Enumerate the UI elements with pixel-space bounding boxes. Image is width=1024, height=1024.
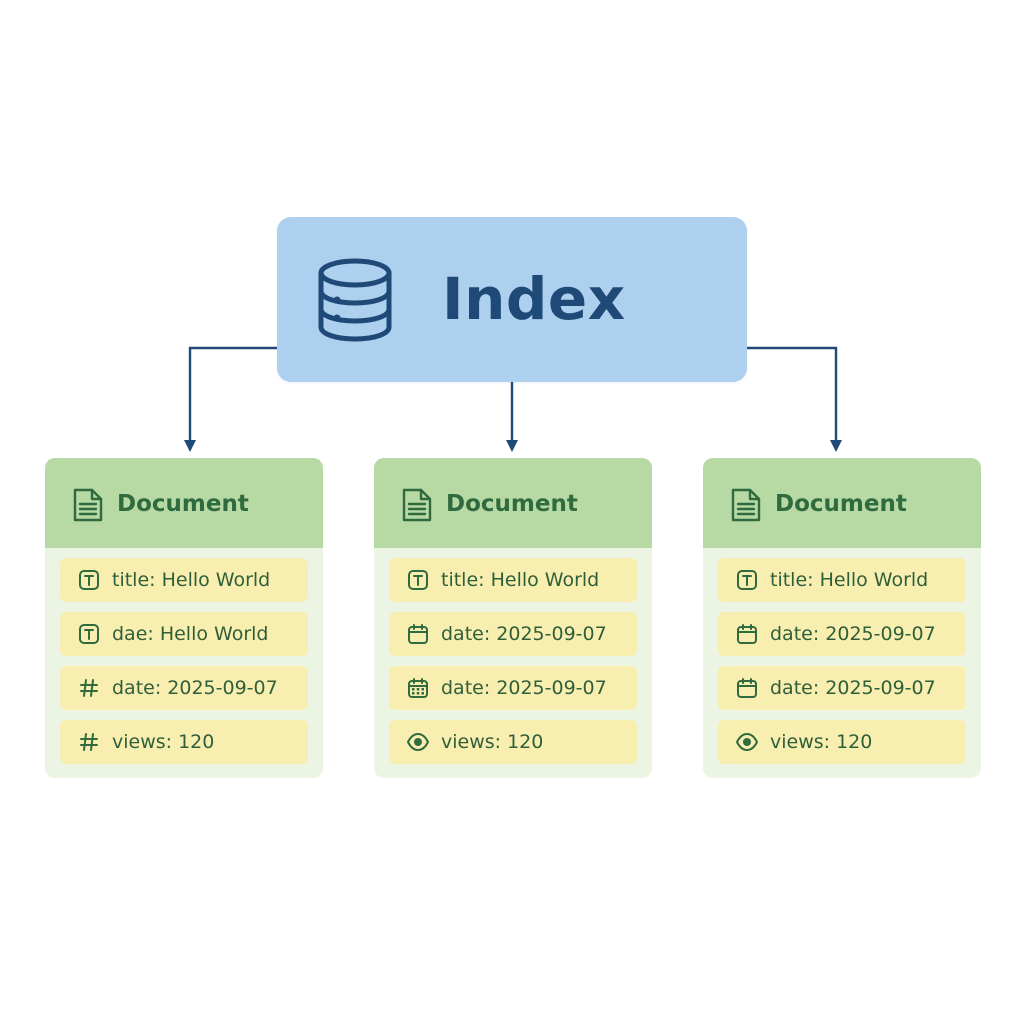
document-title: Document: [775, 491, 907, 517]
calendar-grid-icon: [408, 678, 428, 698]
index-node: Index: [277, 217, 747, 382]
field-text: date: 2025-09-07: [441, 623, 607, 645]
field-text: date: 2025-09-07: [112, 677, 278, 699]
calendar-icon: [737, 678, 757, 698]
document-icon: [73, 488, 103, 522]
field-row: date: 2025-09-07: [389, 612, 637, 656]
field-text: date: 2025-09-07: [770, 677, 936, 699]
field-row: title: Hello World: [60, 558, 308, 602]
field-text: dae: Hello World: [112, 623, 269, 645]
document-icon: [402, 488, 432, 522]
connector-left: [184, 346, 277, 452]
database-icon: [318, 258, 392, 342]
calendar-icon: [408, 624, 428, 644]
field-text: views: 120: [770, 731, 873, 753]
hash-icon: [80, 679, 98, 697]
eye-icon: [736, 733, 758, 751]
field-row: title: Hello World: [718, 558, 966, 602]
connector-right: [747, 346, 842, 452]
text-type-icon: [737, 570, 757, 590]
field-row: dae: Hello World: [60, 612, 308, 656]
field-text: views: 120: [112, 731, 215, 753]
hash-icon: [80, 733, 98, 751]
document-card-1: Document title: Hello World dae: Hello W…: [45, 458, 323, 778]
text-type-icon: [79, 570, 99, 590]
field-row: views: 120: [389, 720, 637, 764]
document-card-3: Document title: Hello World date: 2025-0…: [703, 458, 981, 778]
document-title: Document: [446, 491, 578, 517]
field-row: views: 120: [718, 720, 966, 764]
document-header: Document: [703, 458, 981, 548]
field-text: date: 2025-09-07: [441, 677, 607, 699]
document-header: Document: [45, 458, 323, 548]
field-text: date: 2025-09-07: [770, 623, 936, 645]
document-title: Document: [117, 491, 249, 517]
document-card-2: Document title: Hello World date: 2025-0…: [374, 458, 652, 778]
text-type-icon: [408, 570, 428, 590]
field-row: views: 120: [60, 720, 308, 764]
field-row: title: Hello World: [389, 558, 637, 602]
field-text: views: 120: [441, 731, 544, 753]
eye-icon: [407, 733, 429, 751]
text-type-icon: [79, 624, 99, 644]
document-header: Document: [374, 458, 652, 548]
field-row: date: 2025-09-07: [718, 612, 966, 656]
field-text: title: Hello World: [770, 569, 929, 591]
calendar-icon: [737, 624, 757, 644]
field-row: date: 2025-09-07: [718, 666, 966, 710]
field-row: date: 2025-09-07: [60, 666, 308, 710]
field-text: title: Hello World: [112, 569, 271, 591]
document-icon: [731, 488, 761, 522]
index-title: Index: [442, 265, 626, 333]
field-text: title: Hello World: [441, 569, 600, 591]
field-row: date: 2025-09-07: [389, 666, 637, 710]
